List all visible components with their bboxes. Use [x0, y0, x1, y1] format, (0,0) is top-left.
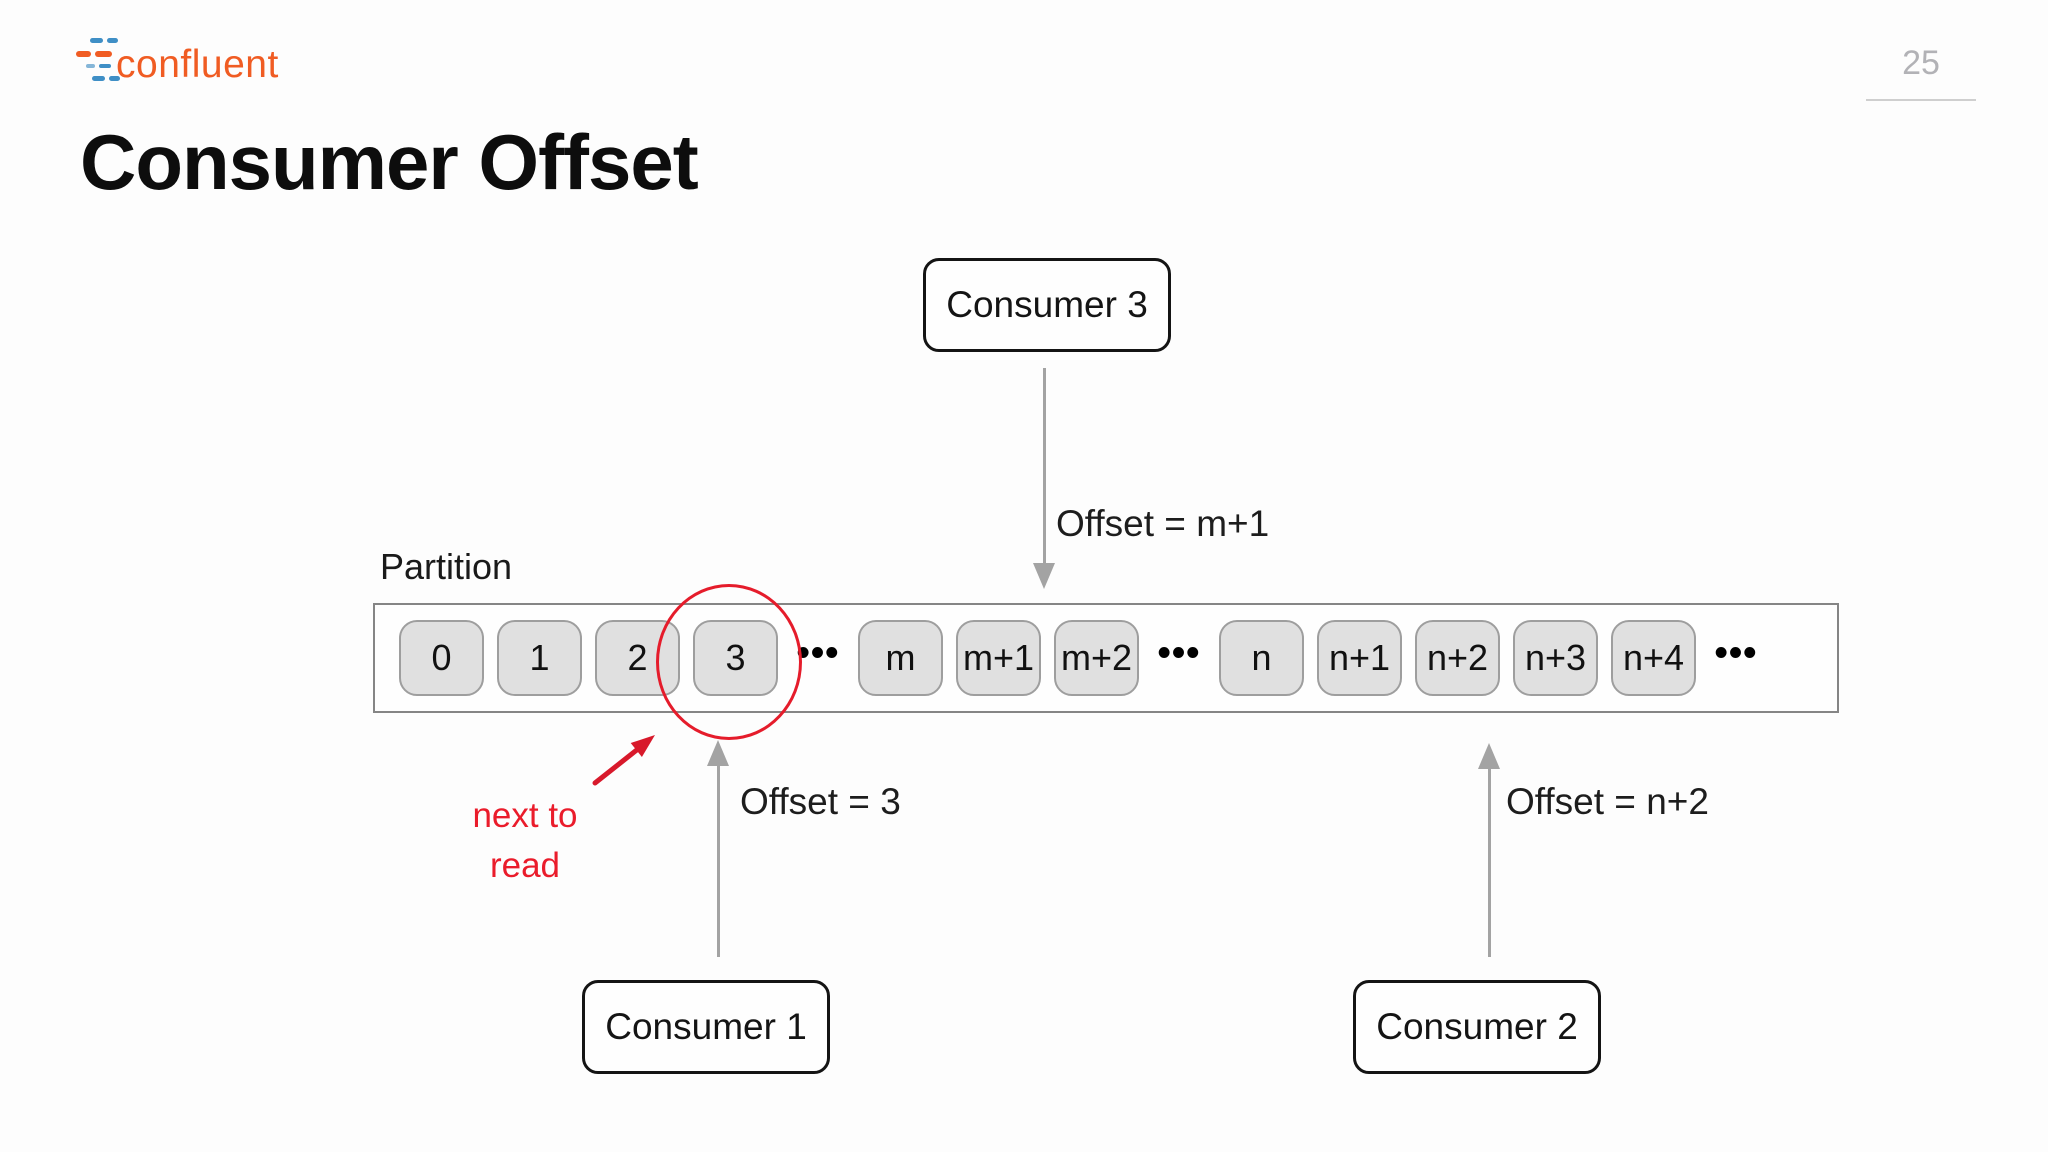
ellipsis-icon: ••• — [1714, 632, 1758, 674]
partition-cell-0: 0 — [399, 620, 484, 696]
consumer-1-box: Consumer 1 — [582, 980, 830, 1074]
note-line-2: read — [489, 845, 561, 885]
partition-cell-m: m — [858, 620, 943, 696]
consumer-3-box: Consumer 3 — [923, 258, 1171, 352]
consumer-3-arrowhead-icon — [1033, 563, 1055, 589]
partition-cell-n1: n+1 — [1317, 620, 1402, 696]
partition-cell-1: 1 — [497, 620, 582, 696]
confluent-logo: confluent — [76, 34, 279, 92]
red-arrow-icon — [592, 735, 655, 786]
confluent-logo-icon — [76, 34, 122, 92]
partition-cell-n2: n+2 — [1415, 620, 1500, 696]
page-number-underline — [1866, 99, 1976, 101]
partition-label: Partition — [380, 546, 513, 587]
partition-cell-m2: m+2 — [1054, 620, 1139, 696]
page-number: 25 — [1902, 44, 1940, 82]
offset-label-m1: Offset = m+1 — [1056, 503, 1270, 544]
consumer-1-arrowhead-icon — [707, 740, 729, 766]
next-to-read-note: next to read — [438, 791, 612, 890]
consumer-2-arrowhead-icon — [1478, 743, 1500, 769]
note-line-1: next to — [472, 796, 578, 835]
ellipsis-icon: ••• — [796, 632, 840, 674]
partition-cell-n3: n+3 — [1513, 620, 1598, 696]
offset-label-3: Offset = 3 — [740, 781, 901, 822]
partition-cell-n4: n+4 — [1611, 620, 1696, 696]
highlight-circle — [656, 584, 802, 740]
consumer-2-arrow-line — [1488, 768, 1491, 957]
consumer-2-box: Consumer 2 — [1353, 980, 1601, 1074]
partition-cell-m1: m+1 — [956, 620, 1041, 696]
consumer-1-arrow-line — [717, 765, 720, 957]
page-title: Consumer Offset — [80, 118, 699, 206]
partition-box: 0 1 2 3 ••• m m+1 m+2 ••• n n+1 n+2 n+3 … — [373, 603, 1839, 713]
consumer-3-arrow-line — [1043, 368, 1046, 565]
offset-label-n2: Offset = n+2 — [1506, 781, 1709, 822]
ellipsis-icon: ••• — [1157, 632, 1201, 674]
partition-cell-n: n — [1219, 620, 1304, 696]
confluent-logo-text: confluent — [116, 42, 279, 86]
